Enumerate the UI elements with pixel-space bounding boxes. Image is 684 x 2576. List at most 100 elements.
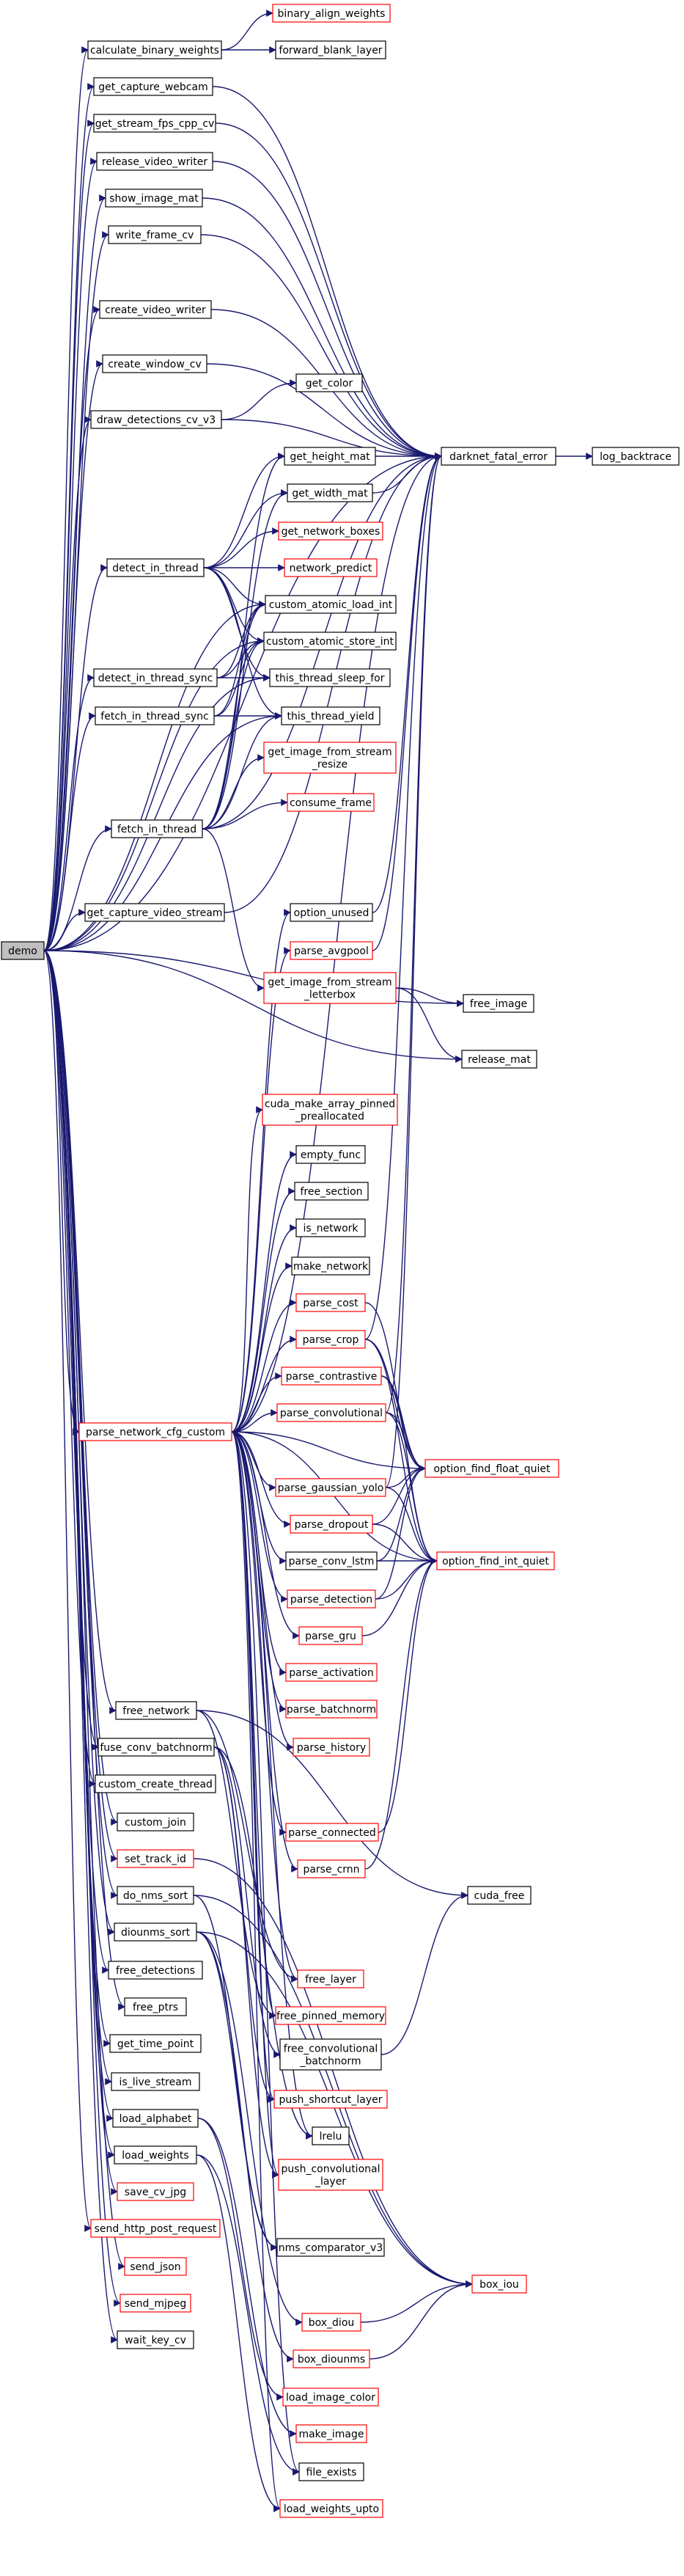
node-lrelu[interactable]: lrelu <box>312 2126 350 2145</box>
node-parse_cost[interactable]: parse_cost <box>295 1293 366 1312</box>
node-parse_detection[interactable]: parse_detection <box>287 1589 376 1609</box>
node-set_track_id[interactable]: set_track_id <box>117 1849 194 1868</box>
node-forward_blank_layer[interactable]: forward_blank_layer <box>275 40 386 59</box>
node-parse_contrastive[interactable]: parse_contrastive <box>281 1366 382 1386</box>
node-fetch_in_thread_sync[interactable]: fetch_in_thread_sync <box>95 706 215 725</box>
node-custom_atomic_store_int[interactable]: custom_atomic_store_int <box>263 632 397 651</box>
edge-parse_crop-to-option_find_int_quiet <box>364 1339 438 1565</box>
node-calculate_binary_weights[interactable]: calculate_binary_weights <box>87 40 222 59</box>
node-get_time_point[interactable]: get_time_point <box>109 2034 202 2053</box>
node-option_find_float_quiet[interactable]: option_find_float_quiet <box>424 1459 559 1478</box>
node-send_json[interactable]: send_json <box>124 2257 187 2276</box>
node-label: get_stream_fps_cpp_cv <box>95 118 215 130</box>
node-custom_create_thread[interactable]: custom_create_thread <box>95 1774 216 1793</box>
node-parse_batchnorm[interactable]: parse_batchnorm <box>285 1699 378 1719</box>
node-box <box>285 1699 378 1719</box>
node-show_image_mat[interactable]: show_image_mat <box>105 189 203 208</box>
node-diounms_sort[interactable]: diounms_sort <box>114 1922 197 1942</box>
node-network_predict[interactable]: network_predict <box>284 558 378 577</box>
node-get_width_mat[interactable]: get_width_mat <box>287 483 373 502</box>
node-cuda_make_array_pinned_preallocated[interactable]: cuda_make_array_pinned_preallocated <box>262 1094 398 1126</box>
node-parse_gaussian_yolo[interactable]: parse_gaussian_yolo <box>275 1478 386 1497</box>
node-get_network_boxes[interactable]: get_network_boxes <box>278 522 383 541</box>
node-detect_in_thread[interactable]: detect_in_thread <box>106 558 205 577</box>
node-file_exists[interactable]: file_exists <box>298 2462 364 2481</box>
node-make_network[interactable]: make_network <box>291 1256 370 1276</box>
node-fetch_in_thread[interactable]: fetch_in_thread <box>111 819 203 838</box>
node-draw_detections_cv_v3[interactable]: draw_detections_cv_v3 <box>90 410 222 429</box>
node-option_find_int_quiet[interactable]: option_find_int_quiet <box>436 1551 555 1570</box>
node-fuse_conv_batchnorm[interactable]: fuse_conv_batchnorm <box>98 1738 215 1757</box>
node-free_ptrs[interactable]: free_ptrs <box>124 1997 187 2016</box>
node-binary_align_weights[interactable]: binary_align_weights <box>272 4 391 23</box>
node-push_convolutional_layer[interactable]: push_convolutional_layer <box>278 2159 383 2191</box>
node-wait_key_cv[interactable]: wait_key_cv <box>117 2330 194 2349</box>
node-get_image_from_stream_resize[interactable]: get_image_from_stream_resize <box>263 742 397 774</box>
node-box <box>298 1626 363 1645</box>
node-send_mjpeg[interactable]: send_mjpeg <box>119 2294 191 2313</box>
node-free_section[interactable]: free_section <box>294 1182 369 1201</box>
node-box_iou[interactable]: box_iou <box>471 2275 527 2294</box>
node-load_alphabet[interactable]: load_alphabet <box>112 2109 199 2128</box>
node-parse_convolutional[interactable]: parse_convolutional <box>276 1403 386 1422</box>
node-parse_avgpool[interactable]: parse_avgpool <box>290 941 373 960</box>
node-box_diou[interactable]: box_diou <box>301 2313 361 2332</box>
node-detect_in_thread_sync[interactable]: detect_in_thread_sync <box>93 668 218 687</box>
node-get_stream_fps_cpp_cv[interactable]: get_stream_fps_cpp_cv <box>93 114 216 133</box>
node-box_diounms[interactable]: box_diounms <box>293 2349 370 2368</box>
node-load_weights_upto[interactable]: load_weights_upto <box>279 2499 383 2518</box>
node-make_image[interactable]: make_image <box>295 2424 367 2443</box>
node-is_network[interactable]: is_network <box>295 1218 366 1237</box>
node-load_image_color[interactable]: load_image_color <box>282 2387 379 2407</box>
node-free_convolutional_batchnorm[interactable]: free_convolutional_batchnorm <box>279 2038 382 2071</box>
node-parse_crop[interactable]: parse_crop <box>295 1330 366 1349</box>
edge-load_weights-to-file_exists <box>196 2154 300 2476</box>
node-parse_conv_lstm[interactable]: parse_conv_lstm <box>285 1551 378 1570</box>
node-save_cv_jpg[interactable]: save_cv_jpg <box>117 2182 194 2201</box>
node-custom_join[interactable]: custom_join <box>117 1812 194 1832</box>
node-darknet_fatal_error[interactable]: darknet_fatal_error <box>441 447 556 466</box>
node-free_detections[interactable]: free_detections <box>108 1961 203 1980</box>
node-get_height_mat[interactable]: get_height_mat <box>284 447 376 466</box>
node-demo[interactable]: demo <box>1 941 45 960</box>
node-is_live_stream[interactable]: is_live_stream <box>111 2072 200 2091</box>
node-get_image_from_stream_letterbox[interactable]: get_image_from_stream_letterbox <box>263 972 397 1004</box>
node-parse_dropout[interactable]: parse_dropout <box>290 1515 373 1534</box>
node-parse_activation[interactable]: parse_activation <box>285 1663 378 1682</box>
call-edges <box>43 10 593 2512</box>
node-push_shortcut_layer[interactable]: push_shortcut_layer <box>273 2090 388 2109</box>
node-free_layer[interactable]: free_layer <box>297 1969 364 1988</box>
node-nms_comparator_v3[interactable]: nms_comparator_v3 <box>276 2238 385 2257</box>
node-option_unused[interactable]: option_unused <box>290 903 373 922</box>
node-parse_crnn[interactable]: parse_crnn <box>297 1859 366 1878</box>
node-free_network[interactable]: free_network <box>115 1701 197 1720</box>
edge-demo-to-this_thread_sleep_for <box>43 674 271 951</box>
node-get_capture_webcam[interactable]: get_capture_webcam <box>93 77 213 96</box>
node-free_image[interactable]: free_image <box>463 994 534 1013</box>
node-empty_func[interactable]: empty_func <box>295 1145 366 1164</box>
edge-fuse_conv_batchnorm-to-push_convolutional_layer <box>213 1746 279 2178</box>
node-create_window_cv[interactable]: create_window_cv <box>102 354 207 373</box>
node-cuda_free[interactable]: cuda_free <box>467 1886 532 1905</box>
node-release_video_writer[interactable]: release_video_writer <box>96 152 213 171</box>
node-consume_frame[interactable]: consume_frame <box>287 793 375 812</box>
node-parse_network_cfg_custom[interactable]: parse_network_cfg_custom <box>78 1422 232 1441</box>
node-do_nms_sort[interactable]: do_nms_sort <box>117 1886 194 1905</box>
node-load_weights[interactable]: load_weights <box>114 2145 197 2165</box>
node-write_frame_cv[interactable]: write_frame_cv <box>108 225 202 244</box>
node-create_video_writer[interactable]: create_video_writer <box>99 300 212 319</box>
node-custom_atomic_load_int[interactable]: custom_atomic_load_int <box>265 595 397 614</box>
node-send_http_post_request[interactable]: send_http_post_request <box>90 2219 221 2238</box>
node-free_pinned_memory[interactable]: free_pinned_memory <box>275 2006 386 2025</box>
node-this_thread_yield[interactable]: this_thread_yield <box>281 706 380 725</box>
node-log_backtrace[interactable]: log_backtrace <box>592 447 680 466</box>
node-release_mat[interactable]: release_mat <box>461 1050 537 1069</box>
node-parse_gru[interactable]: parse_gru <box>298 1626 363 1645</box>
node-get_capture_video_stream[interactable]: get_capture_video_stream <box>84 903 225 922</box>
node-parse_connected[interactable]: parse_connected <box>285 1823 379 1842</box>
node-this_thread_sleep_for[interactable]: this_thread_sleep_for <box>269 668 391 687</box>
node-parse_history[interactable]: parse_history <box>293 1738 370 1757</box>
node-get_color[interactable]: get_color <box>295 373 363 392</box>
node-box <box>108 225 202 244</box>
